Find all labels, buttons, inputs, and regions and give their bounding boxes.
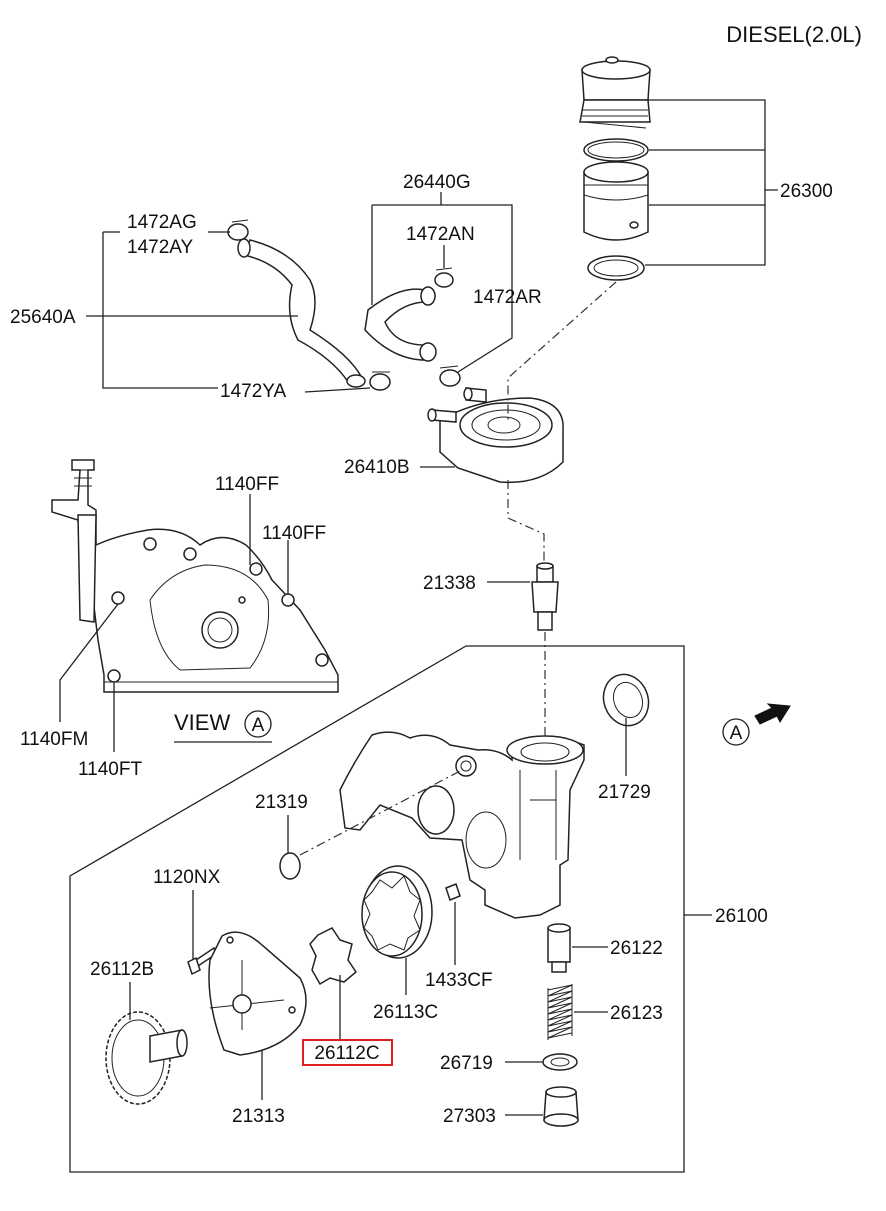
pump-cover-21313 — [208, 931, 307, 1056]
dashline-filter-cooler — [507, 281, 617, 420]
label-26100: 26100 — [715, 906, 768, 927]
label-1472AR: 1472AR — [473, 287, 542, 308]
view-arrow-letter: A — [730, 723, 743, 744]
label-21338: 21338 — [423, 573, 476, 594]
leader-26300 — [645, 99, 778, 266]
view-a-leaders — [59, 494, 289, 752]
label-26440G: 26440G — [403, 172, 471, 193]
label-1140FF-b: 1140FF — [262, 523, 326, 544]
label-21319: 21319 — [255, 792, 308, 813]
label-1472AY: 1472AY — [127, 237, 194, 258]
oil-seal-21729 — [602, 673, 650, 727]
oil-filter-assembly — [579, 56, 651, 281]
view-arrow-marker: A — [722, 703, 791, 746]
oil-cooler-26410B — [427, 387, 564, 484]
label-1472AN: 1472AN — [406, 224, 475, 245]
dashline-oring-housing — [299, 769, 463, 856]
gear-26112B — [105, 1011, 188, 1105]
label-26123: 26123 — [610, 1003, 663, 1024]
hose-25640A — [237, 238, 366, 388]
label-1472AG: 1472AG — [127, 212, 197, 233]
plunger-26122 — [547, 923, 571, 973]
highlight-26112C — [302, 1039, 393, 1066]
label-25640A: 25640A — [10, 307, 76, 328]
label-1140FF-a: 1140FF — [215, 474, 279, 495]
fitting-21338 — [531, 562, 559, 631]
inner-rotor-26112C — [309, 927, 357, 986]
label-1140FM: 1140FM — [20, 729, 88, 750]
oring-21319 — [279, 852, 301, 880]
label-1472YA: 1472YA — [220, 381, 287, 402]
view-marker-circle — [244, 710, 272, 738]
label-21313: 21313 — [232, 1106, 285, 1127]
diagram-title: DIESEL(2.0L) — [726, 22, 862, 47]
hose-leaders — [86, 192, 513, 393]
pin-1433CF — [445, 883, 461, 901]
front-cover-view-a — [51, 459, 339, 693]
label-26112B: 26112B — [90, 959, 154, 980]
label-26410B: 26410B — [344, 457, 410, 478]
plug-27303 — [543, 1086, 579, 1127]
label-26113C: 26113C — [373, 1002, 438, 1023]
label-1433CF: 1433CF — [425, 970, 493, 991]
label-26112C: 26112C — [314, 1043, 379, 1064]
hose-26440G — [364, 286, 437, 362]
view-label: VIEW — [174, 710, 230, 735]
view-marker-letter: A — [252, 715, 265, 736]
oil-pump-housing — [339, 731, 585, 919]
oil-pump-assembly-box — [69, 645, 685, 1173]
outer-rotor-26113C — [361, 865, 433, 959]
label-1140FT: 1140FT — [78, 759, 142, 780]
label-26300: 26300 — [780, 181, 833, 202]
label-26122: 26122 — [610, 938, 663, 959]
washer-26719 — [542, 1053, 578, 1071]
label-1120NX: 1120NX — [153, 867, 221, 888]
spring-26123 — [547, 984, 573, 1040]
hose-clamps — [227, 219, 461, 391]
view-a-caption: VIEW A — [174, 710, 272, 743]
label-21729: 21729 — [598, 782, 651, 803]
dashline-cooler-fitting — [507, 480, 545, 562]
label-26719: 26719 — [440, 1053, 493, 1074]
label-27303: 27303 — [443, 1106, 496, 1127]
